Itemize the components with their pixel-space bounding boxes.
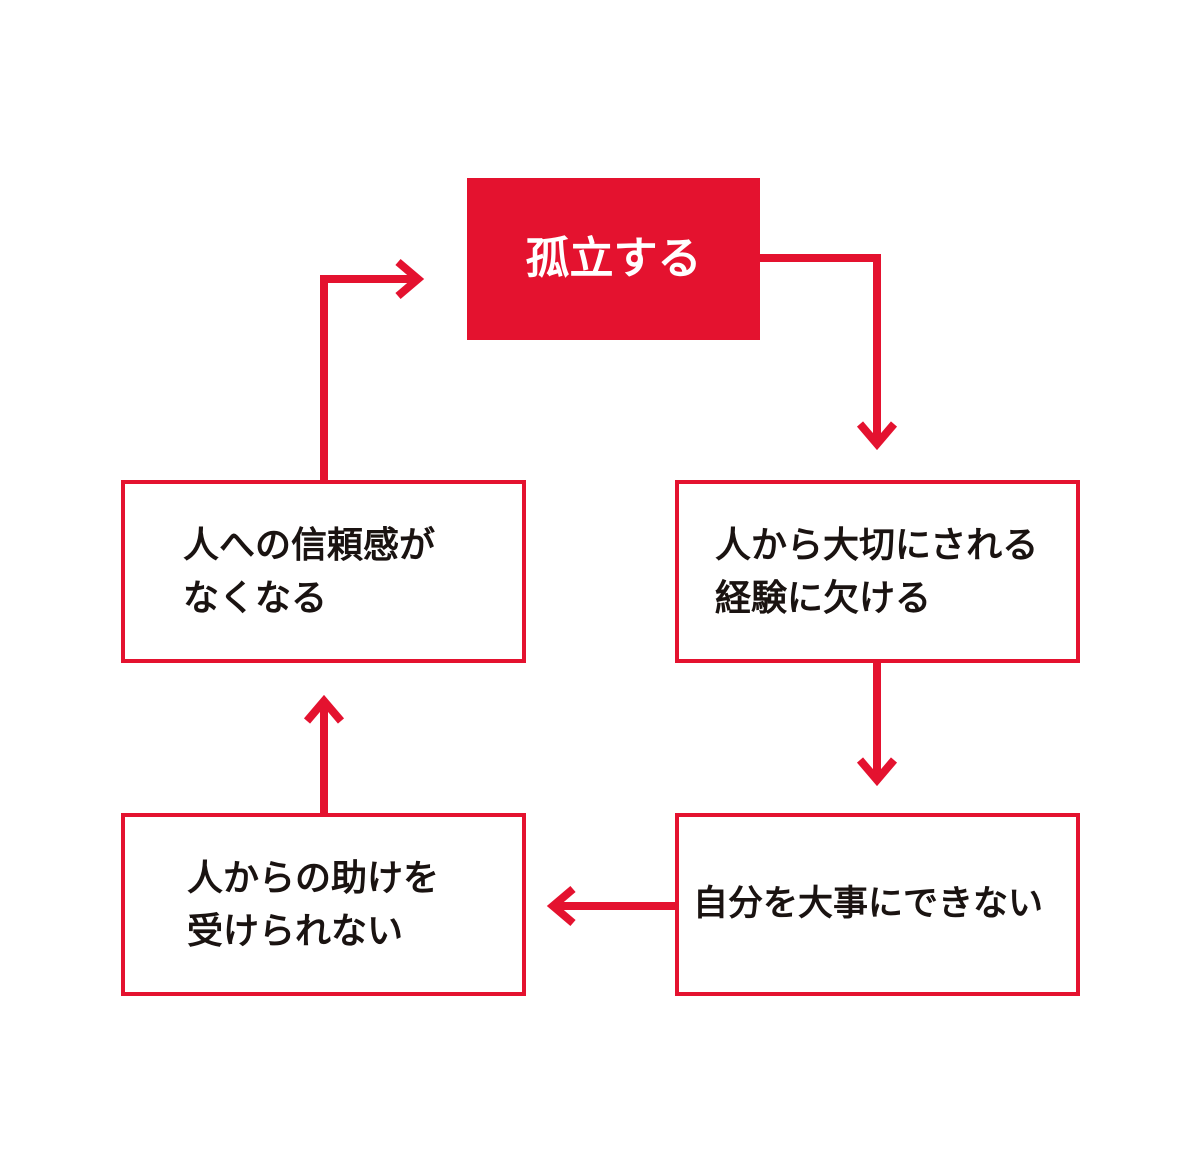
arrow-isolate-to-valued: [760, 254, 898, 451]
arrow-trust-to-isolate: [320, 258, 425, 480]
node-loss-of-trust-line-1: 人への信頼感が: [183, 524, 436, 566]
node-cannot-receive-help-line-2: 受けられない: [187, 910, 404, 952]
node-cannot-value-self: 自分を大事にできない: [675, 813, 1080, 996]
node-cannot-receive-help-line-1: 人からの助けを: [187, 857, 440, 899]
node-cannot-value-self-label: 自分を大事にできない: [693, 884, 1044, 924]
node-cannot-receive-help: 人からの助けを 受けられない: [121, 813, 526, 996]
node-isolate-label: 孤立する: [525, 233, 702, 284]
node-loss-of-trust-line-2: なくなる: [183, 577, 328, 619]
arrow-self-worth-to-help: [546, 885, 675, 927]
arrow-valued-to-self-worth: [856, 663, 898, 787]
node-isolate: 孤立する: [467, 178, 760, 340]
arrow-help-to-trust: [303, 694, 345, 813]
node-lack-of-being-valued-line-2: 経験に欠ける: [715, 577, 932, 619]
node-loss-of-trust: 人への信頼感が なくなる: [121, 480, 526, 663]
node-lack-of-being-valued: 人から大切にされる 経験に欠ける: [675, 480, 1080, 663]
node-lack-of-being-valued-line-1: 人から大切にされる: [715, 524, 1039, 566]
